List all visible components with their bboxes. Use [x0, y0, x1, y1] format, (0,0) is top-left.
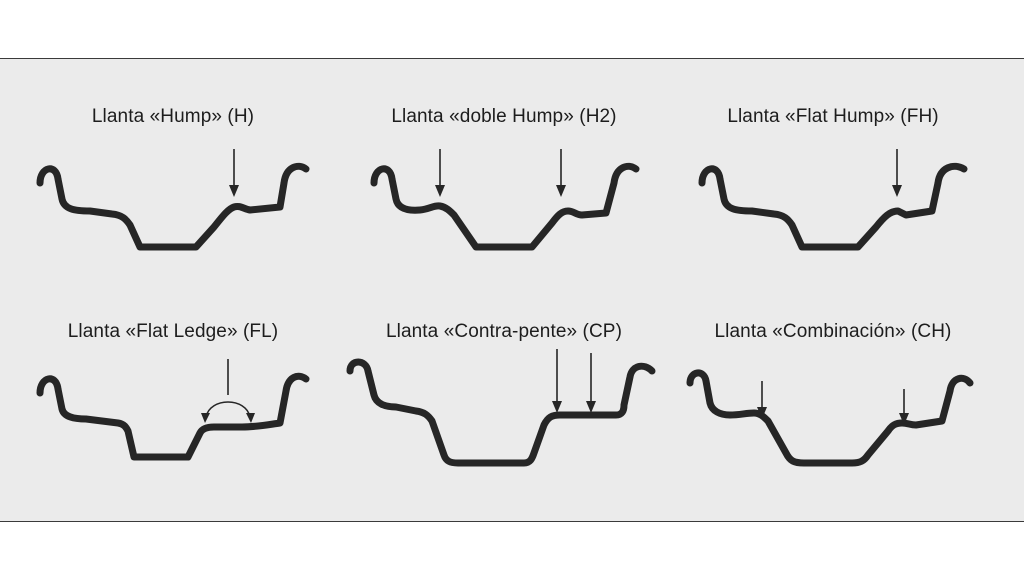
- rim-profile-combinacion: [686, 369, 974, 467]
- rim-profile-flat-hump: [698, 149, 968, 251]
- caption-flat-hump: Llanta «Flat Hump» (FH): [727, 106, 939, 127]
- combinacion-arrow-right-head: [899, 413, 909, 425]
- contra-pente-rim-outline: [346, 358, 656, 467]
- caption-combinacion: Llanta «Combinación» (CH): [714, 321, 952, 342]
- combinacion-arrow-left-head: [757, 407, 767, 419]
- flat-ledge-arc-head-left: [201, 413, 210, 423]
- combinacion-rim-outline: [686, 369, 974, 467]
- contra-pente-arrow-left-head: [552, 401, 562, 413]
- caption-doble-hump: Llanta «doble Hump» (H2): [391, 106, 617, 127]
- doble-hump-rim-outline: [370, 162, 640, 251]
- doble-hump-arrow-left-head: [435, 185, 445, 197]
- caption-flat-ledge: Llanta «Flat Ledge» (FL): [67, 321, 279, 342]
- doble-hump-arrow-right-head: [556, 185, 566, 197]
- flat-ledge-rim-outline: [36, 372, 310, 461]
- flat-ledge-arc-head-right: [246, 413, 255, 423]
- rim-profile-hump: [36, 149, 310, 251]
- rim-profile-contra-pente: [346, 349, 656, 467]
- caption-hump: Llanta «Hump» (H): [91, 106, 255, 127]
- hump-rim-outline: [36, 162, 310, 251]
- flat-hump-arrow-head: [892, 185, 902, 197]
- rim-profile-flat-ledge: [36, 359, 310, 461]
- flat-ledge-arc: [205, 401, 251, 418]
- diagram-panel: Llanta «Hump» (H) Llanta «doble Hump» (H…: [0, 58, 1024, 522]
- contra-pente-arrow-right-head: [586, 401, 596, 413]
- flat-hump-rim-outline: [698, 162, 968, 251]
- hump-arrow-head: [229, 185, 239, 197]
- caption-contra-pente: Llanta «Contra-pente» (CP): [385, 321, 622, 342]
- rim-profile-doble-hump: [370, 149, 640, 251]
